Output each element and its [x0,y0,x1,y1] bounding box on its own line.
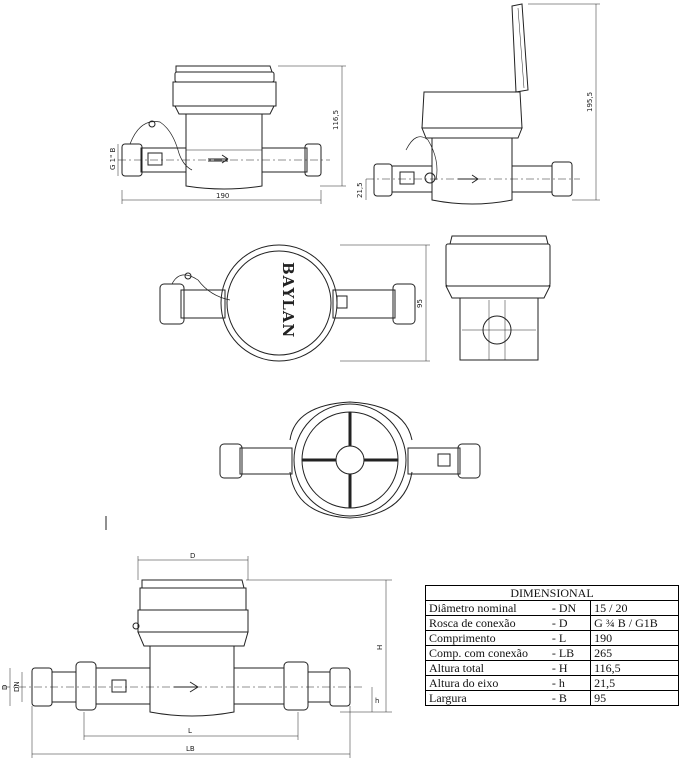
row-symbol: - D [548,615,592,631]
row-value: 95 [590,690,679,706]
row-label: Altura total [424,660,549,676]
row-value: 116,5 [590,660,679,676]
top-view [159,244,430,362]
row-symbol: - h [548,675,592,691]
table-row: Rosca de conexão - D G ¾ B / G1B [424,615,679,631]
row-symbol: - DN [548,600,592,616]
row-label: Comp. com conexão [424,645,549,661]
front-width-dim: 190 [216,192,229,200]
row-symbol: - B [548,690,592,706]
row-label: Comprimento [424,630,549,646]
front-view [117,65,346,204]
row-value: 21,5 [590,675,679,691]
front-thread-dim: G 1" B [109,147,117,170]
dimensions-table: DIMENSIONAL Diâmetro nominal - DN 15 / 2… [424,585,679,706]
dimensioned-view [2,556,392,758]
brand-logo: BAYLAN [279,262,297,338]
dim-label-h-small: h [375,697,379,705]
table-row: Largura - B 95 [424,690,679,706]
table-row: Altura total - H 116,5 [424,660,679,676]
row-label: Largura [424,690,549,706]
row-value: G ¾ B / G1B [590,615,679,631]
row-symbol: - LB [548,645,592,661]
table-title: DIMENSIONAL [425,585,679,601]
dim-label-d-top: D [190,552,195,560]
row-label: Diâmetro nominal [424,600,549,616]
dim-label-h: H [376,645,384,650]
bottom-view [219,401,481,519]
table-row: Altura do eixo - h 21,5 [424,675,679,691]
row-value: 265 [590,645,679,661]
side-axis-dim: 21,5 [356,182,364,198]
table-header-row: DIMENSIONAL [425,585,679,601]
front-height-dim: 116,5 [332,110,340,130]
side-open-view [365,3,600,205]
dim-label-l: L [188,727,192,735]
dim-label-lb: LB [186,745,195,753]
row-symbol: - H [548,660,592,676]
profile-view [445,235,551,361]
row-symbol: - L [548,630,592,646]
side-total-dim: 195,5 [586,92,594,112]
row-label: Rosca de conexão [424,615,549,631]
dim-label-d-left: D [1,685,9,690]
table-row: Comp. com conexão - LB 265 [424,645,679,661]
table-row: Comprimento - L 190 [424,630,679,646]
dim-label-dn: DN [13,681,21,692]
table-row: Diâmetro nominal - DN 15 / 20 [424,600,679,616]
row-value: 190 [590,630,679,646]
row-value: 15 / 20 [590,600,679,616]
top-width-dim: 95 [416,299,424,308]
row-label: Altura do eixo [424,675,549,691]
